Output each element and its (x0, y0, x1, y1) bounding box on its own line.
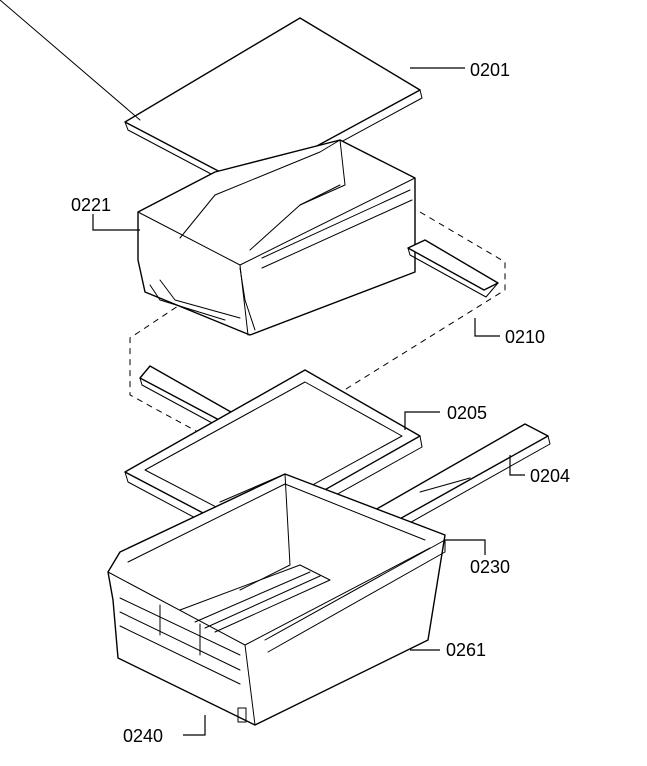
callout-0210: 0210 (505, 327, 546, 347)
part-0210-slide-rail (407, 239, 499, 298)
callout-0201: 0201 (470, 60, 511, 80)
part-0201-cover-plate (0, 0, 423, 194)
callout-0240: 0240 (123, 726, 164, 746)
part-0221-upper-drawer (137, 139, 416, 336)
part-0240-lower-drawer (107, 473, 446, 726)
callout-0221: 0221 (71, 195, 112, 215)
callout-0205: 0205 (447, 403, 488, 423)
callout-0261: 0261 (446, 640, 487, 660)
leader-lines (92, 67, 525, 736)
callout-0204: 0204 (530, 466, 571, 486)
callout-0230: 0230 (470, 557, 511, 577)
assembly-guide-lines (129, 211, 506, 456)
